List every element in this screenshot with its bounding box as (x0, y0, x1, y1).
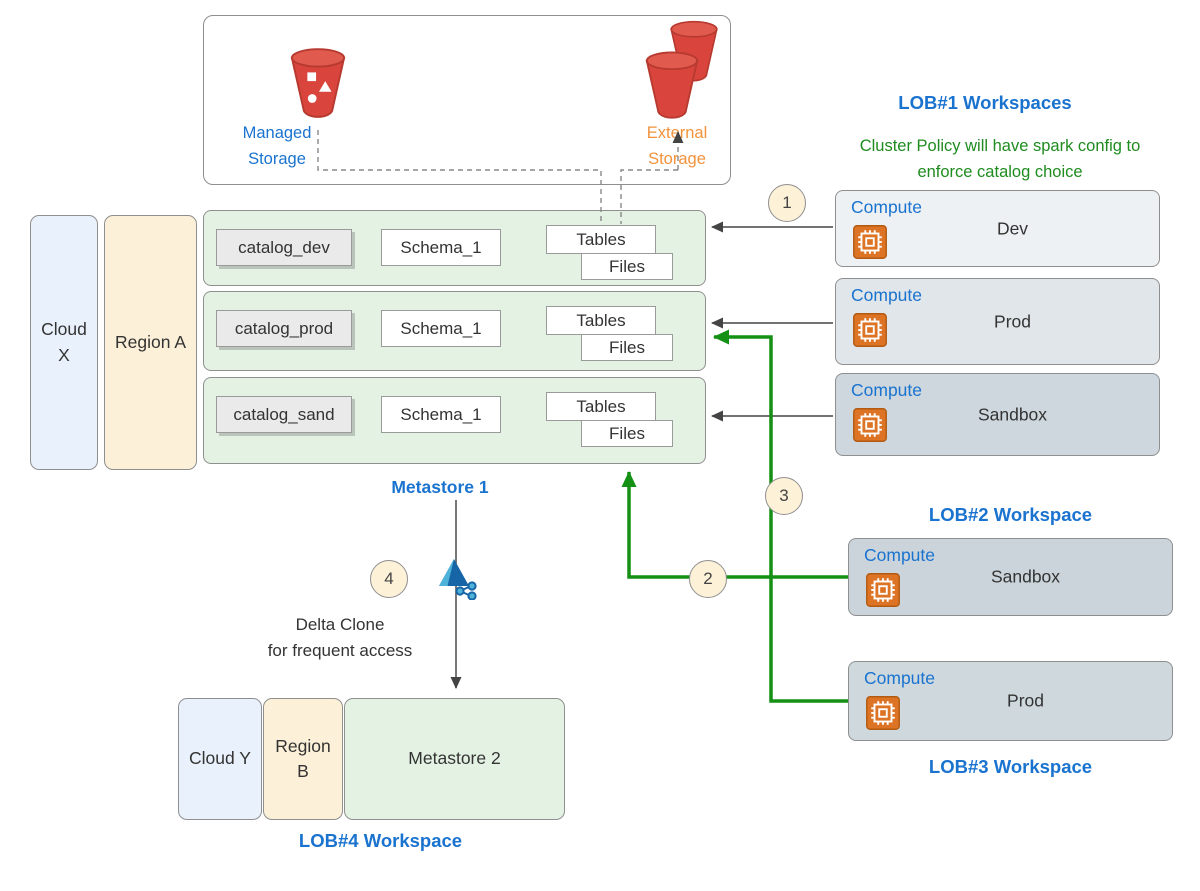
lob2-title: LOB#2 Workspace (928, 504, 1093, 525)
workspace-env-label: Prod (994, 311, 1031, 331)
catalog-row-prod: catalog_prod Schema_1 Tables Files (203, 291, 706, 371)
workspace-lob1-prod: Compute Prod (835, 278, 1160, 365)
schema-box: Schema_1 (381, 229, 501, 266)
lob4-title: LOB#4 Workspace (298, 830, 463, 851)
arrow-lob2-to-catalog-sand (621, 471, 848, 579)
workspace-lob3-prod: Compute Prod (848, 661, 1173, 741)
workspace-env-label: Prod (1007, 690, 1044, 711)
step-badge-3: 3 (765, 477, 803, 515)
compute-chip-icon (853, 225, 887, 259)
compute-label: Compute (851, 380, 923, 400)
workspace-env-label: Sandbox (990, 566, 1061, 587)
catalog-name-box: catalog_prod (216, 310, 352, 347)
metastore2-box: Metastore 2 (344, 698, 565, 820)
region-b-box: Region B (263, 698, 343, 820)
delta-clone-caption-line2: for frequent access (267, 640, 413, 660)
compute-label: Compute (864, 545, 936, 565)
tables-box: Tables (546, 392, 656, 421)
cloud-x-box: Cloud X (30, 215, 98, 470)
cluster-policy-note: Cluster Policy will have spark config to… (859, 137, 1141, 181)
tables-box: Tables (546, 225, 656, 254)
files-box: Files (581, 420, 673, 447)
files-box: Files (581, 334, 673, 361)
cloud-y-box: Cloud Y (178, 698, 262, 820)
lob3-title: LOB#3 Workspace (928, 756, 1093, 777)
step-badge-4: 4 (370, 560, 408, 598)
compute-chip-icon (853, 408, 887, 442)
catalog-name-box: catalog_dev (216, 229, 352, 266)
catalog-name-box: catalog_sand (216, 396, 352, 433)
workspace-lob1-dev: Compute Dev (835, 190, 1160, 267)
compute-chip-icon (866, 573, 900, 607)
schema-box: Schema_1 (381, 310, 501, 347)
workspace-env-label: Sandbox (977, 404, 1048, 424)
metastore1-label: Metastore 1 (391, 477, 489, 497)
step-badge-1: 1 (768, 184, 806, 222)
workspace-lob1-sandbox: Compute Sandbox (835, 373, 1160, 456)
managed-storage-label: Managed Storage (242, 124, 312, 169)
external-storage-buckets-icon (645, 20, 718, 119)
tables-box: Tables (546, 306, 656, 335)
compute-chip-icon (853, 313, 887, 347)
compute-label: Compute (864, 668, 936, 688)
lob1-title: LOB#1 Workspaces (898, 92, 1072, 113)
delta-clone-caption-line1: Delta Clone (295, 615, 385, 634)
delta-clone-caption: Delta Clone for frequent access (225, 612, 455, 663)
catalog-row-dev: catalog_dev Schema_1 Tables Files (203, 210, 706, 286)
external-storage-label: External Storage (646, 124, 708, 169)
region-a-box: Region A (104, 215, 197, 470)
workspace-lob2-sandbox: Compute Sandbox (848, 538, 1173, 616)
arrow-lob3-to-catalog-prod (713, 329, 848, 703)
step-badge-2: 2 (689, 560, 727, 598)
delta-sharing-icon (439, 559, 477, 600)
files-box: Files (581, 253, 673, 280)
compute-label: Compute (851, 285, 923, 305)
managed-storage-bucket-icon (289, 46, 347, 122)
compute-label: Compute (851, 197, 923, 217)
catalog-row-sand: catalog_sand Schema_1 Tables Files (203, 377, 706, 464)
workspace-env-label: Dev (996, 218, 1029, 238)
compute-chip-icon (866, 696, 900, 730)
schema-box: Schema_1 (381, 396, 501, 433)
